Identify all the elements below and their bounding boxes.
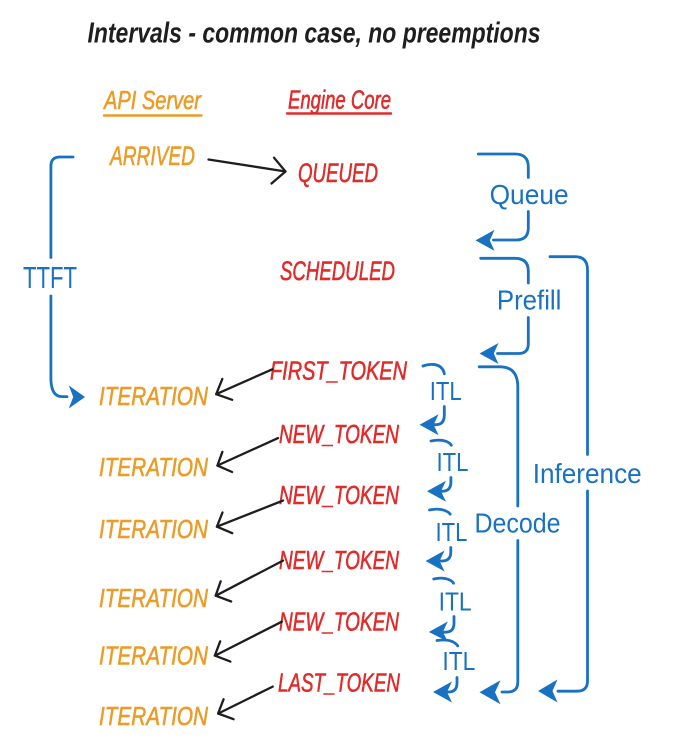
svg-text:Inference: Inference	[533, 458, 642, 489]
svg-text:NEW_TOKEN: NEW_TOKEN	[279, 419, 399, 449]
svg-text:ITL: ITL	[442, 646, 475, 676]
svg-text:ITERATION: ITERATION	[99, 381, 208, 411]
svg-text:TTFT: TTFT	[23, 260, 77, 295]
svg-text:NEW_TOKEN: NEW_TOKEN	[279, 545, 399, 575]
svg-text:ITERATION: ITERATION	[99, 701, 208, 731]
svg-text:ITL: ITL	[437, 447, 469, 477]
svg-text:ITL: ITL	[439, 587, 472, 617]
svg-text:ITL: ITL	[430, 376, 462, 406]
svg-text:ARRIVED: ARRIVED	[109, 141, 195, 171]
svg-text:ITERATION: ITERATION	[99, 641, 208, 671]
svg-text:Intervals - common case, no pr: Intervals - common case, no preemptions	[88, 18, 541, 50]
svg-text:NEW_TOKEN: NEW_TOKEN	[279, 480, 399, 510]
svg-text:QUEUED: QUEUED	[298, 158, 378, 188]
svg-text:Queue: Queue	[490, 179, 569, 210]
svg-text:Prefill: Prefill	[497, 285, 562, 316]
svg-text:ITERATION: ITERATION	[99, 452, 208, 482]
svg-text:FIRST_TOKEN: FIRST_TOKEN	[270, 356, 407, 386]
svg-text:ITL: ITL	[436, 517, 468, 547]
svg-text:Decode: Decode	[475, 508, 561, 539]
svg-text:API Server: API Server	[102, 85, 202, 115]
svg-text:SCHEDULED: SCHEDULED	[280, 256, 395, 286]
svg-text:Engine Core: Engine Core	[288, 85, 391, 115]
svg-text:ITERATION: ITERATION	[99, 583, 208, 613]
svg-text:NEW_TOKEN: NEW_TOKEN	[279, 607, 399, 637]
svg-text:LAST_TOKEN: LAST_TOKEN	[278, 668, 400, 698]
svg-text:ITERATION: ITERATION	[99, 514, 208, 544]
